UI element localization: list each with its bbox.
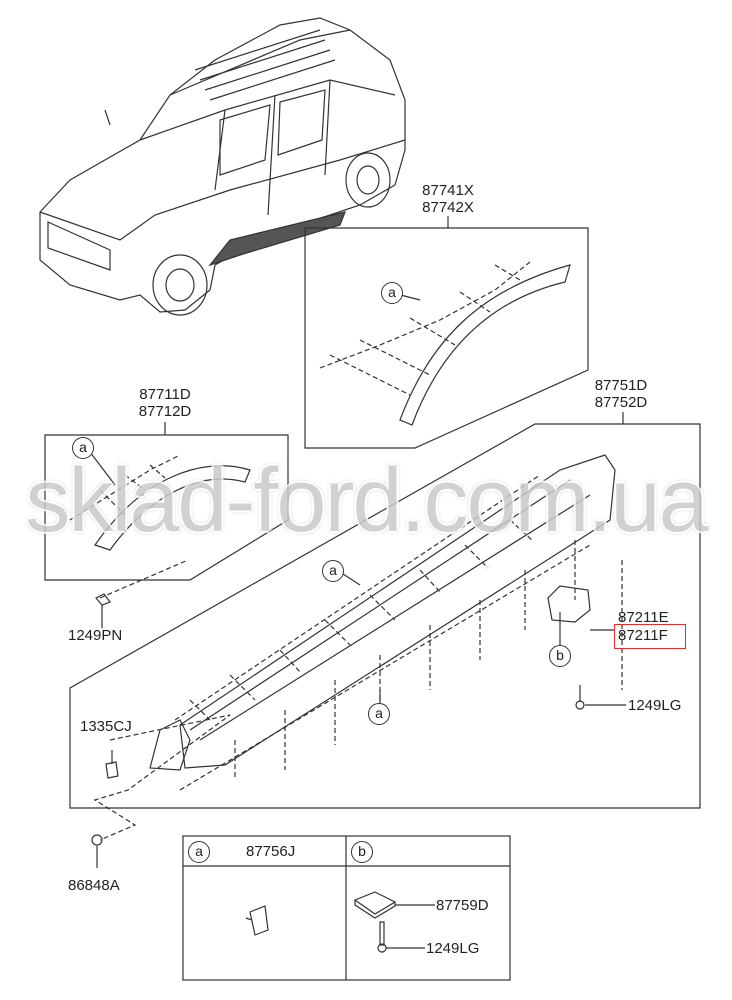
vehicle-illustration [39, 17, 406, 316]
arch-moulding-part [94, 465, 251, 551]
part-number-87742x[interactable]: 87742X [422, 199, 474, 216]
part-number-1335cj[interactable]: 1335CJ [80, 718, 132, 735]
bracket-part [547, 585, 591, 623]
part-number-86848a[interactable]: 86848A [68, 877, 120, 894]
callout-a: a [72, 437, 94, 459]
legend-key-a: a [188, 841, 210, 863]
callout-a: a [381, 282, 403, 304]
part-number-1249pn[interactable]: 1249PN [68, 627, 123, 644]
part-number-87752d[interactable]: 87752D [594, 394, 648, 411]
part-number-87712d[interactable]: 87712D [138, 403, 192, 420]
callout-a: a [368, 703, 390, 725]
callout-b: b [549, 645, 571, 667]
trim-box [304, 227, 589, 449]
arch-box [44, 434, 289, 581]
legend-part-87756j[interactable]: 87756J [246, 843, 296, 860]
legend-part-87759d[interactable]: 87759D [436, 897, 489, 914]
legend-key-b: b [351, 841, 373, 863]
part-number-87711d[interactable]: 87711D [139, 386, 191, 403]
highlight-box [614, 624, 686, 649]
sill-box [69, 423, 701, 809]
front-trim-part [399, 264, 571, 426]
part-number-87741x[interactable]: 87741X [422, 182, 474, 199]
part-number-87751d[interactable]: 87751D [594, 377, 648, 394]
side-sill-part [179, 454, 616, 769]
part-number-87211e[interactable]: 87211E [618, 609, 669, 626]
part-number-87211f[interactable]: 87211F [618, 627, 668, 644]
legend-part-1249lg[interactable]: 1249LG [426, 940, 480, 957]
part-number-1249lg[interactable]: 1249LG [628, 697, 682, 714]
callout-a: a [322, 560, 344, 582]
